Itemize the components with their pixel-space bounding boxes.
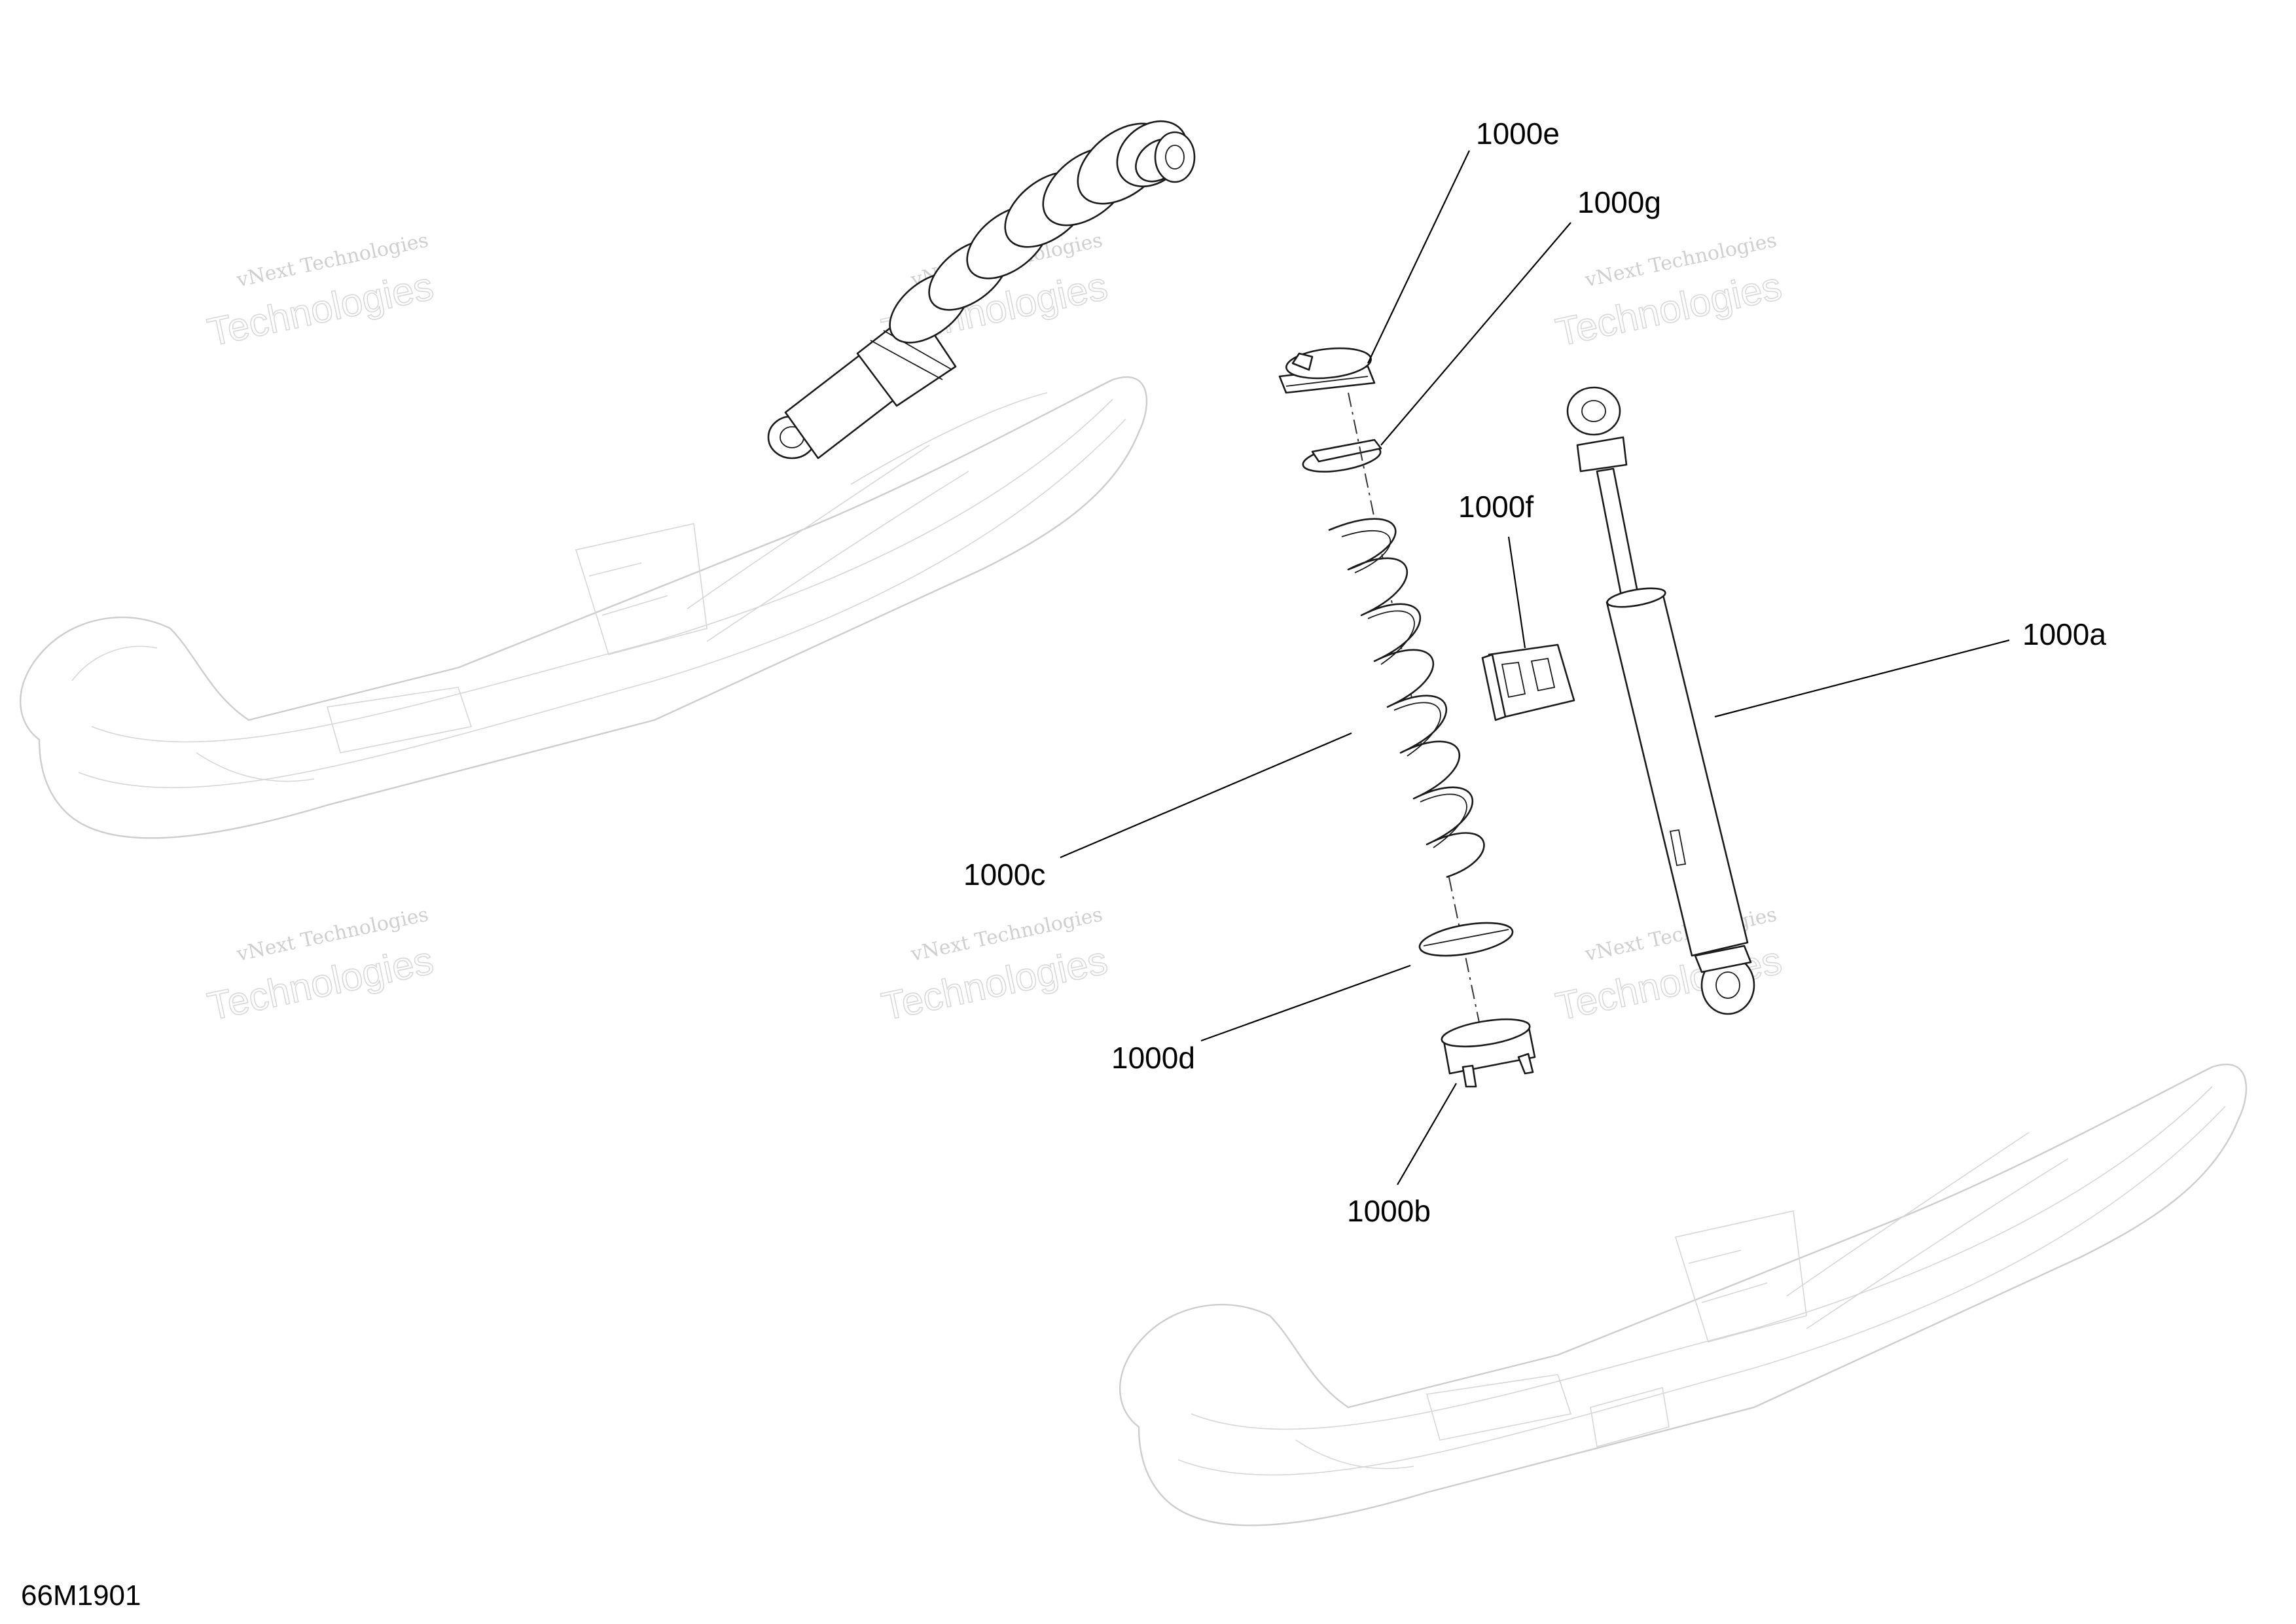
part-1000b-adjuster-collar: [1441, 1018, 1536, 1088]
part-1000c-coil-spring: [1328, 518, 1485, 878]
leader-lines: [1060, 150, 2010, 1185]
part-1000e-upper-retainer: [1278, 347, 1376, 394]
callout-1000a: 1000a: [2022, 617, 2106, 651]
callout-1000f: 1000f: [1458, 490, 1534, 524]
watermark-3: vNext Technologies Technologies: [1551, 229, 1785, 355]
callout-1000c: 1000c: [963, 857, 1045, 892]
assembled-shock-absorber: [767, 120, 1196, 460]
watermark-1: vNext Technologies Technologies: [203, 229, 437, 355]
watermark-5: vNext Technologies Technologies: [877, 903, 1111, 1030]
part-1000d-lower-seat: [1418, 922, 1514, 957]
part-1000f-clip: [1481, 643, 1575, 721]
callout-1000b: 1000b: [1347, 1194, 1431, 1228]
part-1000g-spring-seat: [1302, 439, 1382, 473]
document-id: 66M1901: [21, 1579, 141, 1612]
ghost-ski-upper-left: [20, 376, 1148, 839]
callout-1000e: 1000e: [1476, 117, 1560, 151]
callout-1000d: 1000d: [1111, 1041, 1195, 1075]
watermark-4: vNext Technologies Technologies: [203, 903, 437, 1030]
ghost-ski-lower-right: [1119, 1063, 2248, 1526]
callout-1000g: 1000g: [1577, 185, 1661, 219]
part-1000a-damper: [1566, 386, 1755, 1015]
watermark-6: vNext Technologies Technologies: [1551, 903, 1785, 1030]
